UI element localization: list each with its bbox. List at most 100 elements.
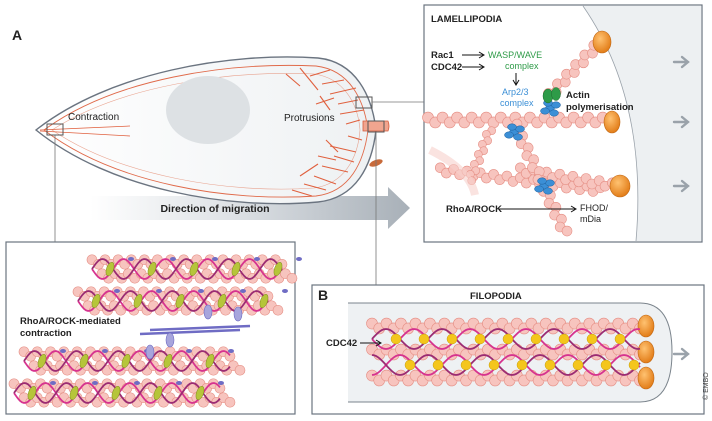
- myosin-head: [165, 332, 175, 348]
- protrusion-actin-line: [299, 67, 319, 91]
- stress-fiber: [39, 130, 131, 137]
- fascin-crosslinker: [390, 333, 402, 345]
- crosslinker-strand: [77, 290, 269, 312]
- barbed-end-cap: [609, 174, 631, 198]
- crosslinker-protein: [205, 354, 215, 368]
- lamellipodia-labels: Rac1 CDC42 WASP/WAVE complex Arp2/3 comp…: [431, 50, 634, 224]
- lamellipodia-title: LAMELLIPODIA: [431, 14, 502, 25]
- crosslinker-strand: [371, 354, 641, 376]
- fascin-crosslinker: [404, 359, 416, 371]
- binding-protein: [228, 349, 234, 353]
- rac1-arrow: [462, 51, 485, 59]
- wasp-to-arp-arrow: [512, 73, 520, 86]
- crosslinker-protein: [121, 354, 131, 368]
- binding-protein: [114, 289, 120, 293]
- protrusion-actin-line: [291, 189, 313, 197]
- fascin-crosslinker: [558, 333, 570, 345]
- protrusion-actin-line: [319, 95, 331, 111]
- binding-protein: [50, 381, 56, 385]
- protrusion-actin-line: [337, 99, 359, 105]
- protrusion-actin-line: [285, 73, 301, 87]
- barbed-end-cap: [603, 110, 621, 134]
- filopodium-stub: [362, 120, 390, 132]
- crosslinker-protein: [133, 294, 143, 308]
- binding-protein: [170, 257, 176, 261]
- fascin-crosslinker: [516, 359, 528, 371]
- protrusion-direction-arrow: [672, 347, 690, 361]
- lamellipodia-actin-filaments: [422, 30, 690, 237]
- arp23-complex-subunit: [537, 177, 547, 185]
- protrusion-actin-line: [333, 155, 355, 163]
- crosslinker-protein: [217, 294, 227, 308]
- filopodia-parallel-bundle: [366, 314, 690, 390]
- protrusion-actin-line: [329, 145, 357, 153]
- cdc42-label: CDC42: [431, 62, 462, 73]
- fascin-crosslinker: [600, 359, 612, 371]
- rhoa-rock-label: RhoA/ROCK: [446, 204, 502, 215]
- crosslinker-protein: [231, 262, 241, 276]
- stress-fiber: [39, 125, 131, 131]
- blurred-filament: [428, 146, 479, 197]
- myosin-head: [233, 306, 243, 322]
- crosslinker-protein: [105, 262, 115, 276]
- actin-filament: [8, 378, 226, 394]
- fascin-crosslinker: [460, 359, 472, 371]
- arp23-complex-subunit: [551, 101, 561, 109]
- actin-polymerisation-label-1: Actin: [566, 90, 590, 101]
- myosin-head: [145, 344, 155, 360]
- crosslinker-protein: [37, 354, 47, 368]
- actin-filament: [366, 317, 646, 335]
- protrusion-direction-arrow: [672, 55, 690, 69]
- crosslinker-protein: [79, 354, 89, 368]
- crosslinker-protein: [91, 294, 101, 308]
- arp23-complex-subunit: [504, 131, 514, 139]
- protrusion-actin-line: [321, 165, 349, 173]
- arp23-complex-subunit: [507, 123, 517, 131]
- protrusion-actin-line: [313, 175, 337, 185]
- migration-label: Direction of migration: [160, 203, 269, 215]
- binding-protein: [134, 381, 140, 385]
- crosslinker-protein: [69, 386, 79, 400]
- contraction-label: Contraction: [68, 112, 119, 123]
- fascin-crosslinker: [572, 359, 584, 371]
- rhoa-contraction-label-2: contraction: [20, 328, 72, 339]
- binding-protein: [186, 349, 192, 353]
- actin-monomer: [234, 364, 246, 376]
- filopodia-cdc42-label: CDC42: [326, 338, 357, 349]
- fascin-crosslinker: [446, 333, 458, 345]
- crosslinker-protein: [175, 294, 185, 308]
- protrusion-actin-network: [39, 67, 383, 197]
- protrusion-actin-line: [347, 135, 363, 141]
- binding-protein: [60, 349, 66, 353]
- protrusion-actin-line: [315, 97, 335, 105]
- fascin-crosslinker: [530, 333, 542, 345]
- rhoa-contraction-label-1: RhoA/ROCK-mediated: [20, 316, 121, 327]
- wasp-wave-subunit: [551, 87, 561, 101]
- binding-protein: [128, 257, 134, 261]
- protrusion-actin-line: [303, 183, 327, 191]
- fascin-crosslinker: [418, 333, 430, 345]
- fascin-crosslinker: [586, 333, 598, 345]
- arp23-complex-subunit: [515, 125, 525, 133]
- contractile-actomyosin-bundles: [8, 254, 302, 408]
- binding-protein: [254, 257, 260, 261]
- binding-protein: [218, 381, 224, 385]
- mdia-label: mDia: [580, 214, 601, 224]
- filopodia-labels: CDC42: [326, 338, 382, 349]
- crosslinker-protein: [111, 386, 121, 400]
- myosin-head: [203, 304, 213, 320]
- filopodia-panel: B FILOPODIA: [311, 284, 705, 415]
- fhod-label: FHOD/: [580, 203, 608, 213]
- arp23-complex-subunit: [545, 179, 555, 187]
- protrusion-direction-arrow: [672, 115, 690, 129]
- barbed-end-cap: [637, 366, 655, 390]
- cdc42-arrow: [462, 63, 485, 71]
- nucleus: [166, 76, 250, 144]
- crosslinker-strand: [371, 354, 641, 376]
- fascin-crosslinker: [502, 333, 514, 345]
- protrusion-actin-line: [329, 87, 357, 95]
- protrusion-actin-line: [309, 69, 331, 77]
- arp23-complex-subunit: [513, 133, 523, 141]
- crosslinker-strand: [91, 258, 283, 280]
